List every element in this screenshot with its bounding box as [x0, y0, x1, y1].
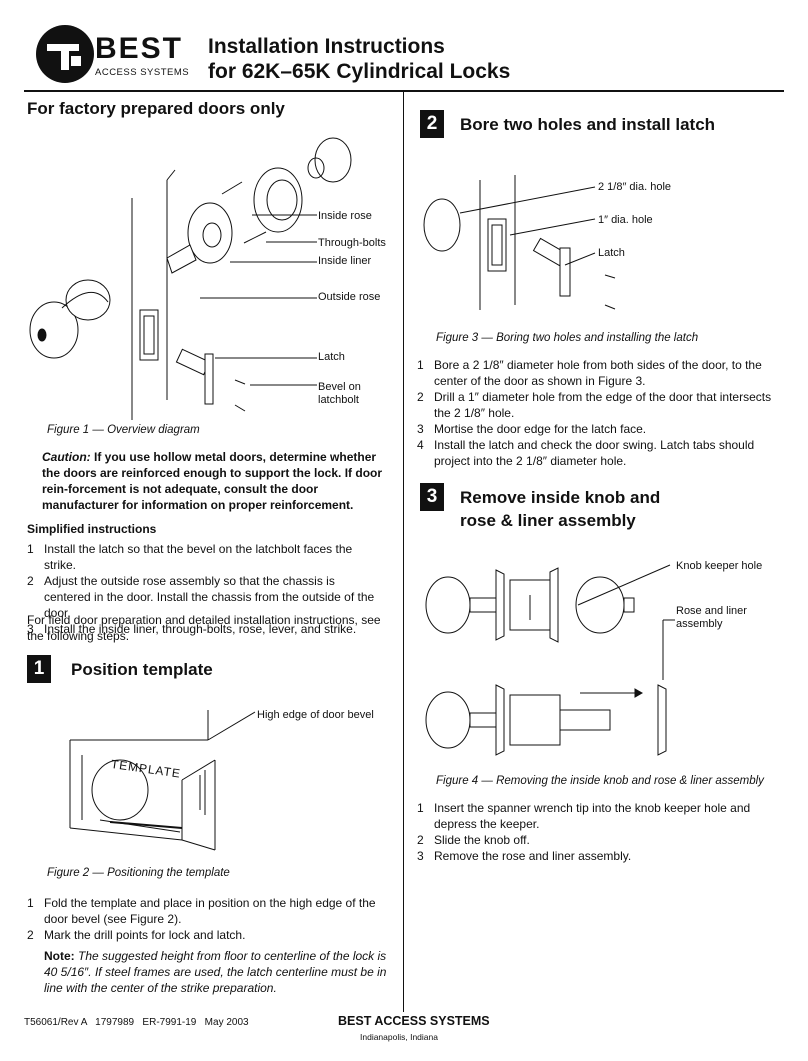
- note-text: The suggested height from floor to cente…: [44, 949, 387, 995]
- label-through-bolts: Through-bolts: [318, 237, 386, 249]
- figure-2-caption: Figure 2 — Positioning the template: [47, 867, 230, 879]
- caution-paragraph: Caution: If you use hollow metal doors, …: [42, 449, 392, 513]
- section-1-title: Position template: [71, 660, 213, 679]
- figure-1-caption: Figure 1 — Overview diagram: [47, 424, 200, 436]
- simplified-steps: 1 Install the latch so that the bevel on …: [27, 541, 382, 637]
- step-text: Slide the knob off.: [434, 833, 530, 847]
- footer-company: BEST ACCESS SYSTEMS: [338, 1014, 490, 1028]
- list-item: 3 Mortise the door edge for the latch fac…: [417, 421, 782, 437]
- list-item: 1 Fold the template and place in position…: [27, 895, 392, 927]
- step-text: Install the inside liner, through-bolts,…: [44, 622, 357, 636]
- step-text: Remove the rose and liner assembly.: [434, 849, 632, 863]
- step-text: Insert the spanner wrench tip into the k…: [434, 801, 751, 831]
- step-text: Install the latch so that the bevel on t…: [44, 542, 353, 572]
- label-inside-liner: Inside liner: [318, 255, 372, 267]
- figure-3-caption: Figure 3 — Boring two holes and installi…: [436, 332, 699, 344]
- subtitle: For factory prepared doors only: [27, 99, 285, 118]
- step-number: 2: [27, 928, 34, 942]
- title-line-2: for 62K–65K Cylindrical Locks: [208, 60, 511, 83]
- section-3-title-line-2: rose & liner assembly: [460, 511, 636, 530]
- simplified-heading: Simplified instructions: [27, 522, 157, 536]
- list-item: 2 Adjust the outside rose assembly so tha…: [27, 573, 382, 621]
- step-number: 2: [417, 833, 424, 847]
- list-item: 2 Slide the knob off.: [417, 832, 782, 848]
- section-3-title: Remove inside knob and rose & liner asse…: [460, 486, 660, 532]
- step-number: 3: [417, 849, 424, 863]
- label-knob-keeper-hole: Knob keeper hole: [676, 560, 763, 572]
- figure-2-template-diagram: [70, 700, 400, 860]
- label-2-1-8-dia-hole: 2 1/8″ dia. hole: [598, 181, 672, 193]
- caution-label: Caution:: [42, 450, 91, 464]
- step-text: Fold the template and place in position …: [44, 896, 376, 926]
- step-number: 1: [417, 801, 424, 815]
- label-outside-rose: Outside rose: [318, 291, 381, 303]
- header-rule: [24, 90, 784, 92]
- label-high-edge-of-door-bevel: High edge of door bevel: [257, 709, 374, 721]
- step-text: Bore a 2 1/8″ diameter hole from both si…: [434, 358, 762, 388]
- section-3-steps: 1 Insert the spanner wrench tip into the …: [417, 800, 782, 864]
- label-bevel-line-1: Bevel on: [318, 381, 361, 393]
- label-1-dia-hole: 1″ dia. hole: [598, 214, 653, 226]
- brand-wordmark: BEST: [95, 32, 184, 65]
- step-text: Install the latch and check the door swi…: [434, 438, 755, 468]
- column-divider: [403, 92, 404, 1012]
- footer-doc-ids: T56061/Rev A 1797989 ER-7991-19 May 2003: [24, 1017, 249, 1028]
- label-bevel-line-2: latchbolt: [318, 394, 359, 406]
- list-item: 2 Drill a 1″ diameter hole from the edge …: [417, 389, 782, 421]
- best-logo: BEST ACCESS SYSTEMS: [33, 22, 193, 86]
- section-1-number: 1: [27, 655, 51, 683]
- title-line-1: Installation Instructions: [208, 35, 445, 58]
- figure-3-boring-diagram: [420, 175, 650, 315]
- list-item: 2 Mark the drill points for lock and latc…: [27, 927, 392, 943]
- figure-1-overview-diagram: [30, 130, 400, 420]
- list-item: 1 Install the latch so that the bevel on …: [27, 541, 382, 573]
- list-item: 3 Remove the rose and liner assembly.: [417, 848, 782, 864]
- caution-text: If you use hollow metal doors, determine…: [42, 450, 383, 512]
- step-text: Drill a 1″ diameter hole from the edge o…: [434, 390, 772, 420]
- label-inside-rose: Inside rose: [318, 210, 372, 222]
- field-prep-paragraph: For field door preparation and detailed …: [27, 613, 381, 643]
- label-latch-fig3: Latch: [598, 247, 625, 259]
- step-text: Mortise the door edge for the latch face…: [434, 422, 647, 436]
- section-2-title: Bore two holes and install latch: [460, 115, 716, 134]
- label-rose-and-liner-assembly: Rose and liner assembly: [676, 605, 747, 631]
- list-item: 4 Install the latch and check the door sw…: [417, 437, 782, 469]
- footer-location: Indianapolis, Indiana: [360, 1032, 438, 1042]
- note-paragraph: Note: The suggested height from floor to…: [44, 948, 390, 996]
- label-rose-line-1: Rose and liner: [676, 605, 747, 617]
- list-item: 3 Install the inside liner, through-bolts…: [27, 621, 382, 637]
- list-item: 1 Bore a 2 1/8″ diameter hole from both s…: [417, 357, 782, 389]
- section-1-steps: 1 Fold the template and place in position…: [27, 895, 392, 943]
- step-number: 1: [417, 358, 424, 372]
- section-3-number: 3: [420, 483, 444, 511]
- step-number: 2: [27, 574, 34, 588]
- step-number: 3: [27, 622, 34, 636]
- note-label: Note:: [44, 949, 75, 963]
- list-item: 1 Insert the spanner wrench tip into the …: [417, 800, 782, 832]
- step-number: 3: [417, 422, 424, 436]
- label-bevel-on-latchbolt: Bevel on latchbolt: [318, 381, 361, 407]
- section-3-title-line-1: Remove inside knob and: [460, 488, 661, 507]
- step-number: 1: [27, 896, 34, 910]
- step-text: Mark the drill points for lock and latch…: [44, 928, 246, 942]
- step-text: Adjust the outside rose assembly so that…: [44, 574, 375, 620]
- figure-4-knob-removal-diagram: [420, 560, 680, 765]
- label-latch: Latch: [318, 351, 345, 363]
- brand-subtitle: ACCESS SYSTEMS: [95, 67, 190, 78]
- page-title: Installation Instructions for 62K–65K Cy…: [208, 34, 510, 84]
- label-rose-line-2: assembly: [676, 618, 723, 630]
- section-2-steps: 1 Bore a 2 1/8″ diameter hole from both s…: [417, 357, 782, 469]
- step-number: 1: [27, 542, 34, 556]
- section-2-number: 2: [420, 110, 444, 138]
- step-number: 4: [417, 438, 424, 452]
- best-logo-mark: [36, 25, 94, 83]
- figure-4-caption: Figure 4 — Removing the inside knob and …: [436, 775, 764, 787]
- step-number: 2: [417, 390, 424, 404]
